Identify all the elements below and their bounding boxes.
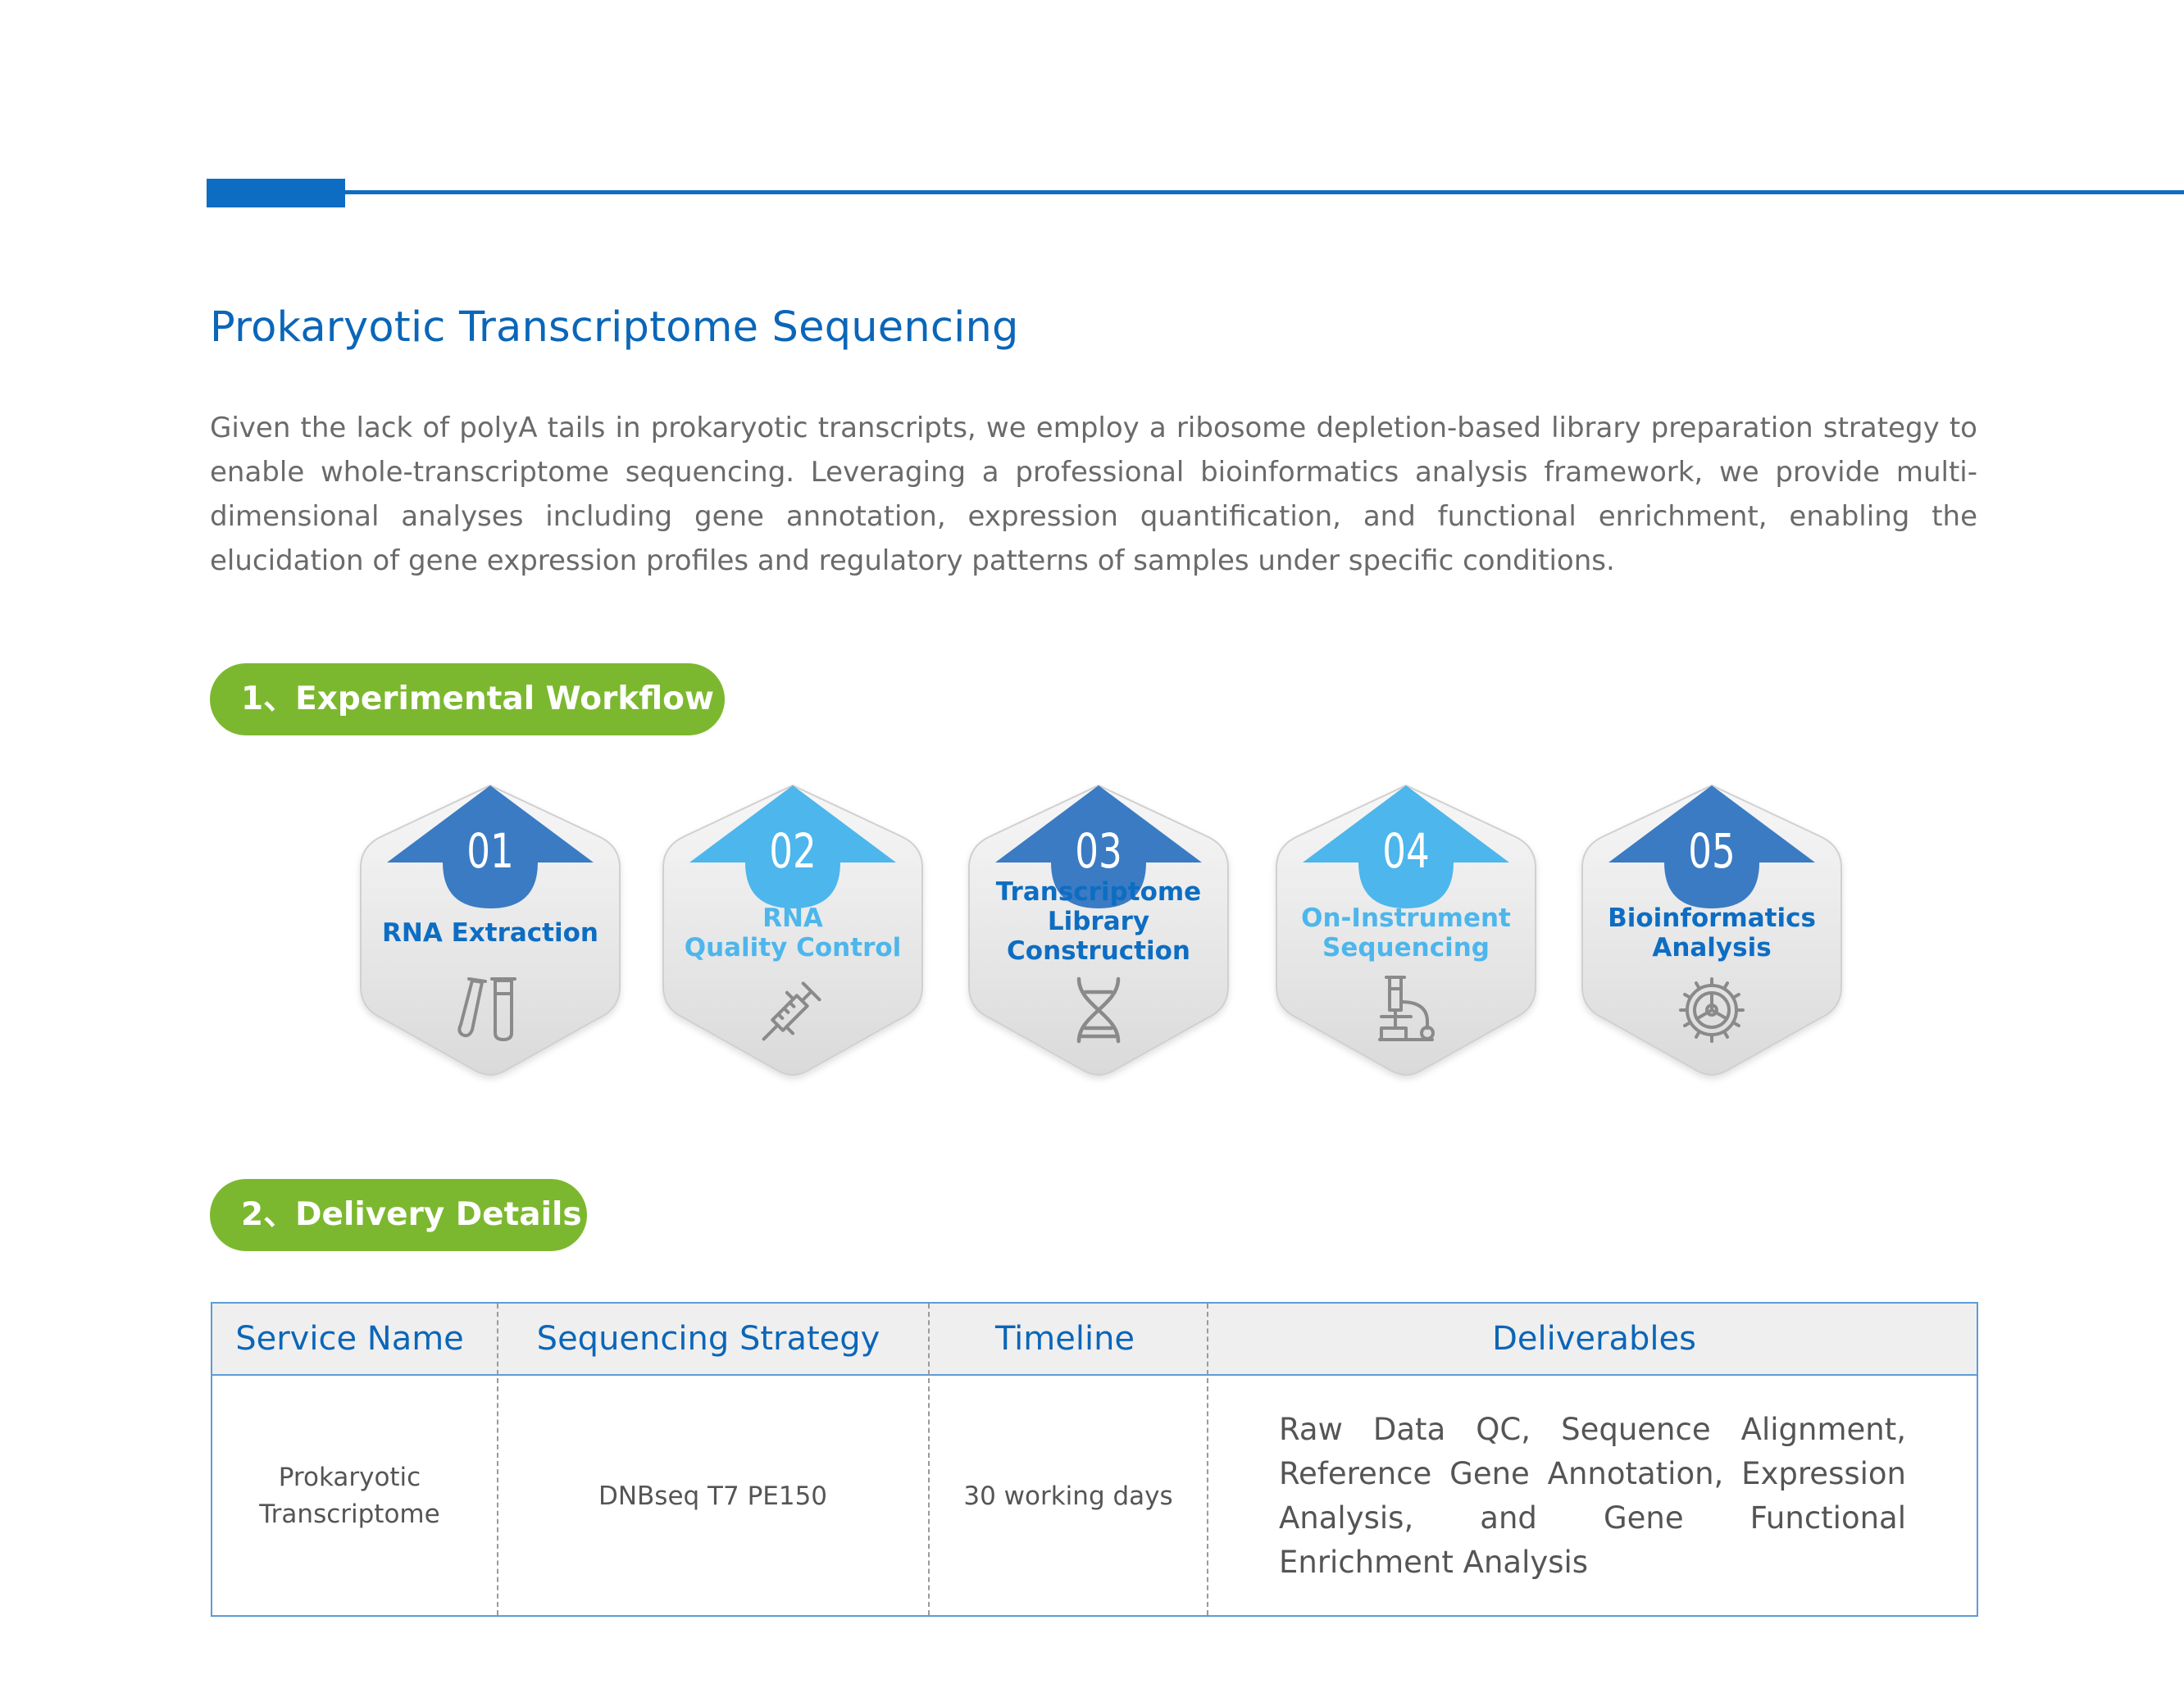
step-badge <box>1608 785 1815 908</box>
cell-sequencing-strategy: DNBseq T7 PE150 <box>598 1481 828 1511</box>
step-badge <box>689 785 896 908</box>
header-rule-line <box>345 190 2184 194</box>
step-badge <box>1303 785 1509 908</box>
cell-timeline: 30 working days <box>963 1481 1173 1511</box>
step-label: Quality Control <box>685 933 902 963</box>
header-deliverables: Deliverables <box>1492 1320 1696 1358</box>
table-header-row: Service Name Sequencing Strategy Timelin… <box>212 1304 1977 1376</box>
step-label: RNA Extraction <box>382 918 598 948</box>
step-number: 05 <box>1688 825 1736 880</box>
section-title-workflow: 1、Experimental Workflow <box>210 663 725 735</box>
service-name-line: Transcriptome <box>259 1500 440 1529</box>
step-label: On-Instrument <box>1301 903 1511 933</box>
delivery-table: Service Name Sequencing Strategy Timelin… <box>211 1302 1978 1617</box>
syringe-icon <box>762 981 821 1041</box>
column-divider <box>497 1304 498 1615</box>
step-number: 01 <box>466 825 514 880</box>
step-label: RNA <box>762 903 823 933</box>
column-divider <box>928 1304 930 1615</box>
step-label: Bioinformatics <box>1608 903 1816 933</box>
test-tubes-icon <box>457 977 516 1041</box>
step-label: Construction <box>1007 936 1190 966</box>
cell-service-name: Prokaryotic Transcriptome <box>212 1376 487 1617</box>
header-sequencing-strategy: Sequencing Strategy <box>536 1320 880 1358</box>
microscope-icon <box>1378 976 1435 1041</box>
step-badge <box>387 785 594 908</box>
header-timeline: Timeline <box>994 1320 1135 1358</box>
page-title: Prokaryotic Transcriptome Sequencing <box>210 303 1019 352</box>
step-badge <box>995 785 1202 908</box>
step-label: Transcriptome <box>996 877 1201 907</box>
step-number: 04 <box>1382 825 1430 880</box>
header-service-name: Service Name <box>235 1320 464 1358</box>
service-name-line: Prokaryotic <box>278 1463 421 1492</box>
step-label: Sequencing <box>1322 933 1490 963</box>
cell-deliverables: Raw Data QC, Sequence Alignment, Referen… <box>1279 1412 1906 1580</box>
gear-icon <box>1679 977 1745 1043</box>
dna-icon <box>1076 976 1121 1044</box>
column-divider <box>1207 1304 1208 1615</box>
step-number: 03 <box>1075 825 1122 880</box>
step-label: Library <box>1048 907 1149 936</box>
header-accent-block <box>207 179 345 207</box>
step-label: Analysis <box>1652 933 1771 963</box>
section-title-delivery: 2、Delivery Details <box>210 1179 587 1251</box>
intro-paragraph: Given the lack of polyA tails in prokary… <box>210 412 1977 577</box>
step-number: 02 <box>769 825 817 880</box>
